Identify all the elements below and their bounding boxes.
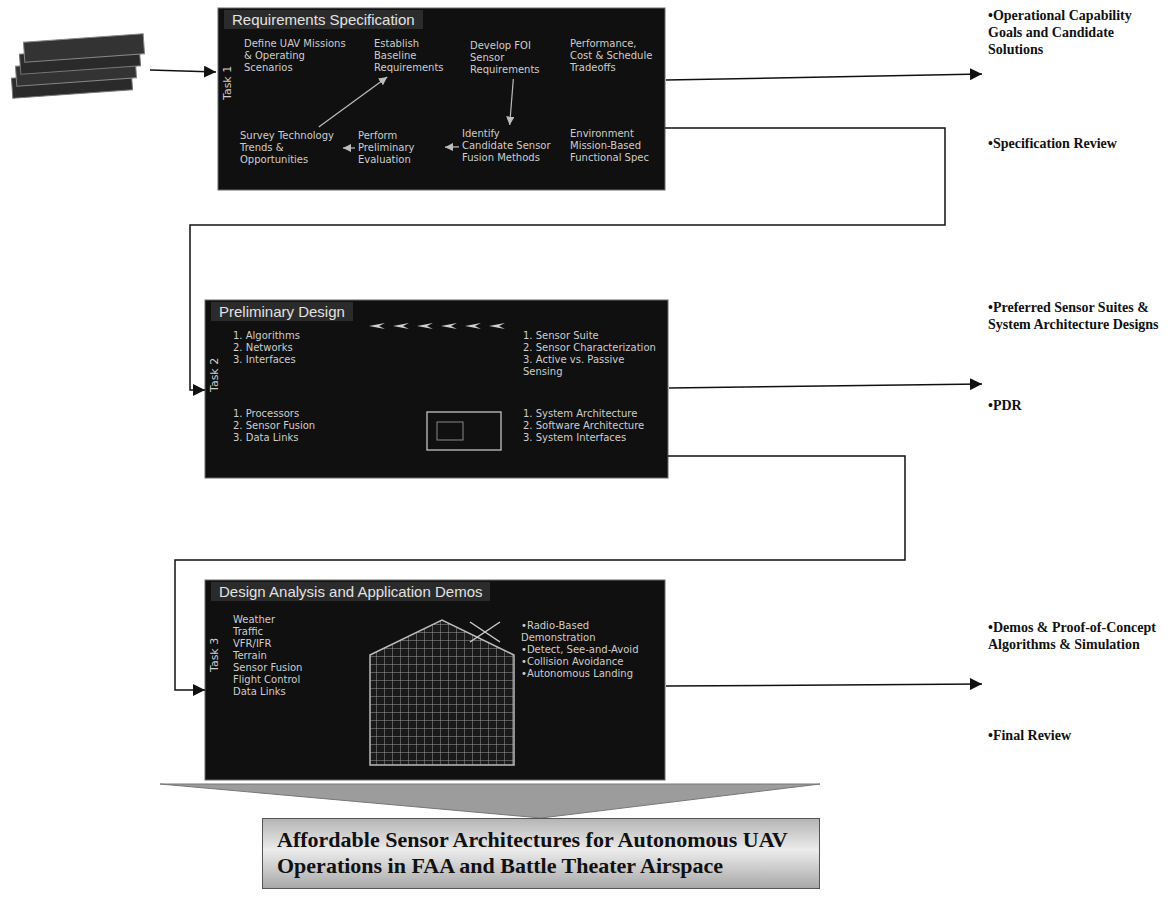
panel-background xyxy=(218,8,665,190)
item-text: Flight Control xyxy=(233,674,353,686)
item-text: 2. Sensor Fusion xyxy=(233,420,363,432)
item-text: •Radio-Based Demonstration xyxy=(521,620,661,644)
system-block xyxy=(427,412,501,450)
task-item: Establish Baseline Requirements xyxy=(374,38,458,74)
task-panel: Requirements SpecificationTask 1 Define U… xyxy=(218,8,665,190)
task-item: 1. Sensor Suite2. Sensor Characterizatio… xyxy=(523,330,663,378)
output-label: •Specification Review xyxy=(988,136,1164,153)
item-text: Performance, Cost & Schedule Tradeoffs xyxy=(570,38,660,74)
task-item: Define UAV Missions & Operating Scenario… xyxy=(244,38,356,74)
task-item: WeatherTrafficVFR/IFRTerrainSensor Fusio… xyxy=(233,614,353,698)
panel-background xyxy=(205,300,668,478)
panel-background xyxy=(205,580,665,780)
document-stack xyxy=(11,34,216,98)
item-text: 2. Software Architecture xyxy=(523,420,663,432)
item-text: Survey Technology Trends & Opportunities xyxy=(240,130,340,166)
flow-arrow xyxy=(175,456,905,690)
task-panel: Design Analysis and Application DemosTas… xyxy=(205,580,665,780)
result-box: Affordable Sensor Architectures for Auto… xyxy=(262,818,820,889)
flow-arrow xyxy=(343,147,355,148)
task-panel: Preliminary DesignTask 21. Algorithms2. … xyxy=(205,300,668,478)
item-text: 3. Active vs. Passive Sensing xyxy=(523,354,663,378)
item-text: Perform Preliminary Evaluation xyxy=(358,130,442,166)
task-item: Survey Technology Trends & Opportunities xyxy=(240,130,340,166)
item-text: Mission-Based xyxy=(570,140,658,152)
task-label: Task 1 xyxy=(221,66,234,100)
item-text: Terrain xyxy=(233,650,353,662)
output-label: •Demos & Proof-of-Concept Algorithms & S… xyxy=(988,620,1164,654)
flow-arrow xyxy=(510,79,514,125)
output-arrows xyxy=(666,74,982,686)
panel-title: Preliminary Design xyxy=(211,302,353,321)
task-item: Perform Preliminary Evaluation xyxy=(358,130,442,166)
item-text: 1. Algorithms xyxy=(233,330,363,342)
panel-title: Requirements Specification xyxy=(224,10,423,29)
item-text: 1. System Architecture xyxy=(523,408,663,420)
item-text: Weather xyxy=(233,614,353,626)
item-text: Define UAV Missions & Operating Scenario… xyxy=(244,38,356,74)
illustrations xyxy=(369,323,514,765)
item-text: Affordable Sensor Architectures for Auto… xyxy=(277,827,805,880)
task-label: Task 3 xyxy=(208,638,221,672)
aircraft-icons xyxy=(369,323,505,329)
flow-arrow xyxy=(190,128,945,390)
item-text: 1. Sensor Suite xyxy=(523,330,663,342)
item-text: •Detect, See-and-Avoid xyxy=(521,644,661,656)
flow-arrow xyxy=(445,146,459,147)
item-text: 2. Sensor Characterization xyxy=(523,342,663,354)
task-item: •Radio-Based Demonstration•Detect, See-a… xyxy=(521,620,661,680)
item-text: Traffic xyxy=(233,626,353,638)
task-item: 1. System Architecture2. Software Archit… xyxy=(523,408,663,444)
flow-arrow xyxy=(319,77,387,127)
panel-title: Design Analysis and Application Demos xyxy=(211,582,490,601)
item-text: Functional Spec xyxy=(570,152,658,164)
item-text: Identify Candidate Sensor Fusion Methods xyxy=(462,128,554,164)
item-text: VFR/IFR xyxy=(233,638,353,650)
item-text: Sensor Fusion xyxy=(233,662,353,674)
item-text: •Autonomous Landing xyxy=(521,668,661,680)
item-text: Develop FOI Sensor Requirements xyxy=(470,40,560,76)
task-item: EnvironmentMission-BasedFunctional Spec xyxy=(570,128,658,164)
output-label: •Final Review xyxy=(988,728,1164,745)
task-item: Develop FOI Sensor Requirements xyxy=(470,40,560,76)
task-item: 1. Algorithms2. Networks3. Interfaces xyxy=(233,330,363,366)
item-text: •Collision Avoidance xyxy=(521,656,661,668)
output-label: •Preferred Sensor Suites & System Archit… xyxy=(988,300,1164,334)
item-text: 2. Networks xyxy=(233,342,363,354)
output-label: •PDR xyxy=(988,398,1164,415)
task-item: Identify Candidate Sensor Fusion Methods xyxy=(462,128,554,164)
item-text: 1. Processors xyxy=(233,408,363,420)
item-text: Data Links xyxy=(233,686,353,698)
task-item: Performance, Cost & Schedule Tradeoffs xyxy=(570,38,660,74)
task-label: Task 2 xyxy=(208,358,221,392)
item-text: 3. Interfaces xyxy=(233,354,363,366)
item-text: Establish Baseline Requirements xyxy=(374,38,458,74)
output-label: •Operational Capability Goals and Candid… xyxy=(988,8,1164,58)
flow-arrow xyxy=(160,784,820,818)
item-text: 3. System Interfaces xyxy=(523,432,663,444)
item-text: Environment xyxy=(570,128,658,140)
item-text: 3. Data Links xyxy=(233,432,363,444)
task-item: 1. Processors2. Sensor Fusion3. Data Lin… xyxy=(233,408,363,444)
hangar-illustration xyxy=(370,620,514,765)
